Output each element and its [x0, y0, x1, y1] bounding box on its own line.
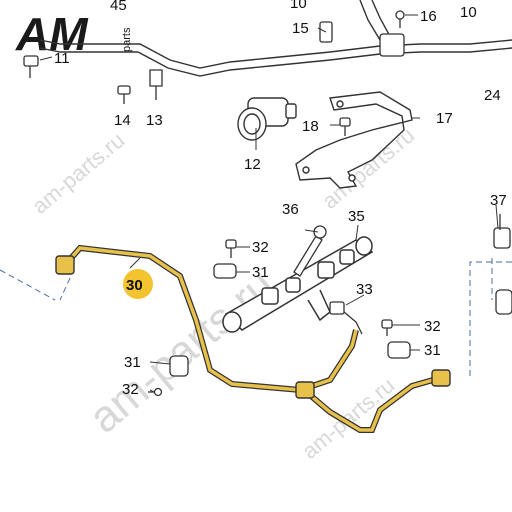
dashed-line-left-2: [59, 277, 71, 301]
fuel-rail-35: [222, 236, 374, 333]
leader-lines: [39, 14, 499, 393]
callout-37: 37: [490, 192, 507, 209]
callout-10-top: 10: [290, 0, 307, 12]
callout-14: 14: [114, 112, 131, 129]
fitting-33: [329, 301, 363, 335]
bolt-18: [339, 117, 351, 136]
callout-16: 16: [420, 8, 437, 25]
callout-32-upper: 32: [252, 239, 269, 256]
callout-12: 12: [244, 156, 261, 173]
callout-31-right: 31: [424, 342, 441, 359]
watermark-1: am-parts.ru: [27, 127, 129, 218]
callout-18: 18: [302, 118, 319, 135]
callout-31-upper: 31: [252, 264, 269, 281]
callout-32-right: 32: [424, 318, 441, 335]
pressure-sensor-12: [237, 97, 297, 141]
callout-15: 15: [292, 20, 309, 37]
dashed-line-right: [469, 261, 512, 380]
dashed-line-left: [0, 269, 56, 301]
callout-11: 11: [54, 50, 70, 67]
bolts-11-14: [23, 55, 163, 104]
part-37: [493, 214, 512, 315]
callout-30: 30: [126, 277, 143, 294]
callout-32-left: 32: [122, 381, 139, 398]
clamp-31-lower-left: [148, 355, 189, 397]
bolt-32-upper: [213, 239, 237, 279]
hose-clamp: [319, 10, 405, 57]
callout-33: 33: [356, 281, 373, 298]
hose-10: [39, 0, 512, 77]
logo-side: parts: [121, 27, 133, 52]
callout-31-left: 31: [124, 354, 141, 371]
bracket-17: [295, 91, 413, 189]
sensor-36: [293, 225, 327, 277]
callout-36: 36: [282, 201, 299, 218]
callout-13: 13: [146, 112, 163, 129]
high-pressure-pipe-30: [55, 244, 451, 433]
clamp-31-lower-right: [381, 319, 411, 359]
callout-45: 45: [110, 0, 127, 14]
callout-17: 17: [436, 110, 453, 127]
callout-30-badge: 30: [123, 269, 153, 299]
callout-10: 10: [460, 4, 477, 21]
callout-35: 35: [348, 208, 365, 225]
dashed-reference-lines: [0, 258, 512, 380]
callout-24: 24: [484, 87, 501, 104]
